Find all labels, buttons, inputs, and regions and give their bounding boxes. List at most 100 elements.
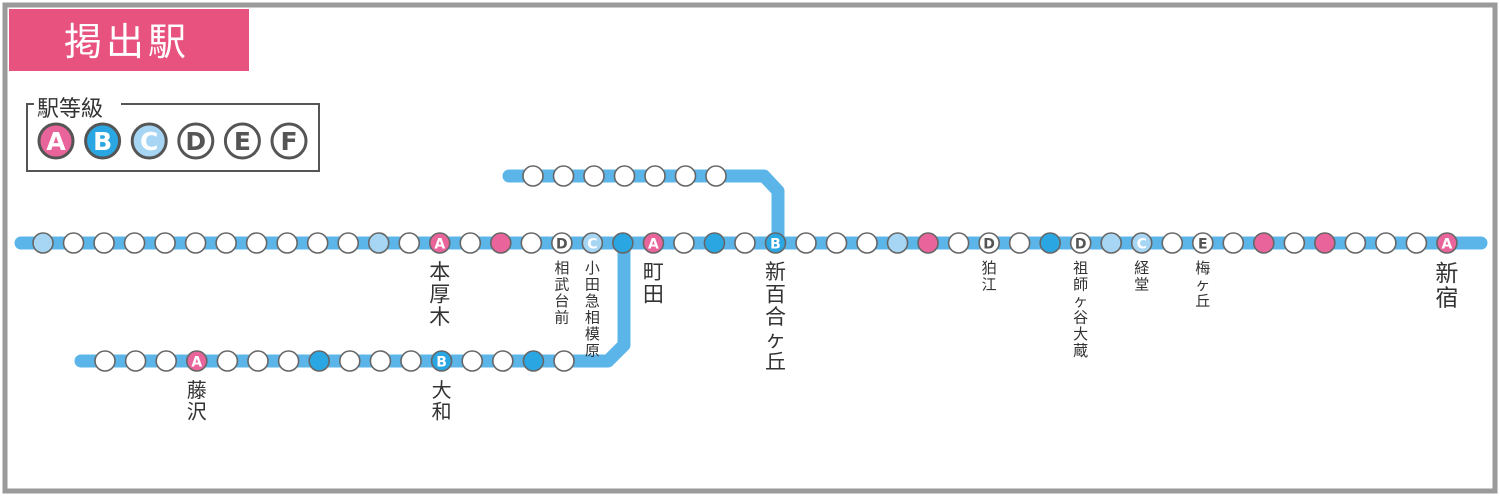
upper-branch-line <box>502 169 785 250</box>
station-label: 相武台前 <box>554 259 569 327</box>
station-marker <box>1222 232 1245 254</box>
station-grade-letter: A <box>434 237 445 253</box>
station-marker <box>1100 232 1122 254</box>
legend-grade-letter: A <box>46 127 66 156</box>
station-marker <box>1405 232 1428 254</box>
legend-grade-letter: C <box>140 127 158 156</box>
station-marker: C <box>1130 232 1153 254</box>
station-marker <box>1008 232 1031 254</box>
station-marker <box>123 232 146 254</box>
station-marker: A <box>642 232 665 254</box>
station-label: 経堂 <box>1134 259 1149 294</box>
station-marker <box>245 232 268 254</box>
station-marker <box>674 165 697 187</box>
station-marker <box>1039 232 1061 254</box>
station-marker <box>1283 232 1306 254</box>
station-marker <box>553 350 575 372</box>
station-label: 小田急相模原 <box>585 259 600 360</box>
legend-grade-letter: E <box>234 127 251 156</box>
station-grade-letter: E <box>1198 237 1208 253</box>
title-background <box>9 9 249 71</box>
station-marker <box>1161 232 1184 254</box>
legend-grade-a: A <box>37 122 75 160</box>
station-marker <box>613 165 636 187</box>
legend-grade-b: B <box>84 122 122 160</box>
station-marker <box>825 232 848 254</box>
station-marker <box>367 232 390 254</box>
station-marker <box>93 232 115 254</box>
station-marker <box>703 232 726 254</box>
legend-grade-marker <box>270 122 308 160</box>
station-marker <box>917 232 939 254</box>
station-marker <box>795 232 817 254</box>
station-marker <box>62 232 85 254</box>
station-marker <box>216 350 239 372</box>
station-marker <box>705 165 727 187</box>
station-label: 祖師ヶ谷大蔵 <box>1073 259 1088 360</box>
station-grade-letter: A <box>1441 237 1452 253</box>
legend-grade-letter: F <box>280 127 297 156</box>
station-marker <box>124 350 147 372</box>
legend-grade-e: E <box>223 122 261 160</box>
station-marker <box>1375 232 1397 254</box>
station-grade-letter: D <box>556 237 568 253</box>
station-label: 梅ヶ丘 <box>1195 259 1210 310</box>
station-label: 大和 <box>432 378 452 424</box>
station-marker <box>276 232 298 254</box>
station-label: 新百合ヶ丘 <box>765 260 786 374</box>
legend-grade-letter: B <box>93 127 112 156</box>
legend-grade-marker <box>37 122 75 160</box>
page-title: 掲出駅 <box>64 20 190 64</box>
station-marker: E <box>1191 232 1214 254</box>
legend-grade-letter: D <box>185 127 206 156</box>
station-marker <box>398 232 421 254</box>
station-marker <box>155 350 177 372</box>
station-marker <box>277 350 300 372</box>
station-marker <box>461 350 484 372</box>
station-marker <box>673 232 695 254</box>
station-marker <box>856 232 878 254</box>
station-label: 新宿 <box>1435 261 1458 312</box>
station-marker: D <box>978 232 1000 254</box>
station-grade-letter: D <box>983 237 995 253</box>
station-marker <box>32 232 54 254</box>
station-marker <box>520 232 543 254</box>
station-marker <box>308 350 331 372</box>
station-marker <box>1314 232 1336 254</box>
legend-grade-c: C <box>130 122 168 160</box>
station-marker: D <box>551 232 573 254</box>
station-marker <box>552 165 575 187</box>
station-marker <box>491 350 514 372</box>
station-marker: B <box>764 232 787 254</box>
station-label: 本厚木 <box>429 260 450 329</box>
legend-grade-marker <box>84 122 122 160</box>
station-label: 狛江 <box>982 259 997 294</box>
station-label: 藤沢 <box>187 378 207 424</box>
station-marker <box>1344 232 1367 254</box>
station-marker: A <box>428 232 451 254</box>
station-marker <box>489 232 512 254</box>
station-grade-letter: B <box>770 237 781 253</box>
station-marker: A <box>186 350 208 372</box>
station-marker <box>154 232 176 254</box>
station-marker <box>215 232 237 254</box>
station-marker <box>886 232 909 254</box>
station-marker <box>400 350 422 372</box>
station-marker <box>306 232 329 254</box>
station-grade-letter: A <box>648 237 659 253</box>
legend-box <box>26 103 320 172</box>
legend-grade-f: F <box>270 122 308 160</box>
station-marker <box>612 232 634 254</box>
station-marker <box>1253 232 1275 254</box>
station-grade-letter: C <box>1137 237 1147 253</box>
legend-grade-marker <box>130 122 168 160</box>
station-marker <box>734 232 756 254</box>
legend-grade-marker <box>223 122 261 160</box>
station-marker: D <box>1069 232 1092 254</box>
station-marker: B <box>430 350 453 372</box>
station-marker <box>184 232 207 254</box>
